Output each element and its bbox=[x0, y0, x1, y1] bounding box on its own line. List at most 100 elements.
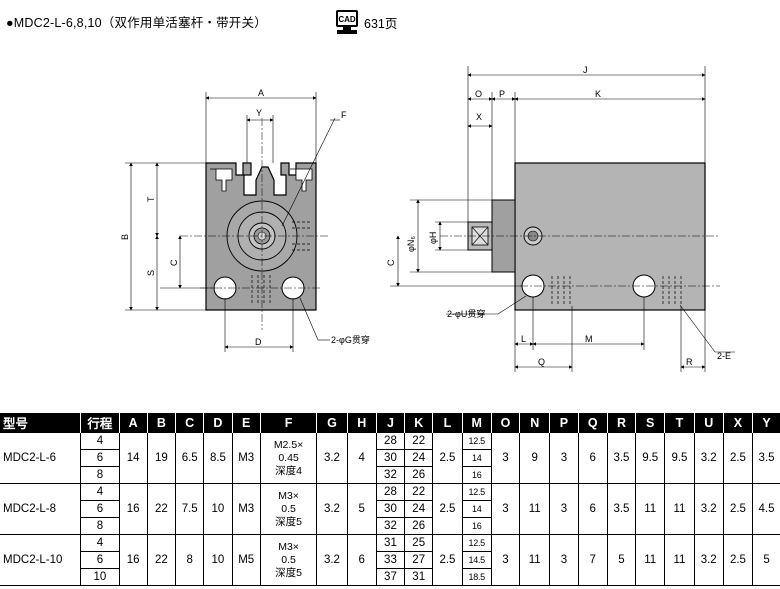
cell-m: 14 bbox=[461, 449, 492, 467]
model-cell: MDC2-L-10 bbox=[0, 534, 82, 586]
note-e: 2-E bbox=[717, 351, 731, 361]
cell-m: 12.5 bbox=[461, 483, 492, 501]
dim-label-x: X bbox=[476, 112, 482, 122]
cell-h: 5 bbox=[346, 483, 377, 535]
cell-f-line: 深度5 bbox=[275, 515, 302, 528]
dim-label-q: Q bbox=[538, 357, 545, 367]
col-header: T bbox=[664, 413, 695, 433]
cell-o: 3 bbox=[490, 534, 521, 586]
cell-j: 31 bbox=[375, 534, 406, 552]
cell-j: 32 bbox=[375, 517, 406, 535]
cell-n: 9 bbox=[519, 432, 551, 484]
cell-j: 30 bbox=[375, 449, 406, 467]
col-header: C bbox=[175, 413, 205, 433]
cell-j: 37 bbox=[375, 568, 406, 586]
cell-m: 16 bbox=[461, 466, 492, 484]
front-view bbox=[180, 118, 330, 330]
stroke-cell: 4 bbox=[80, 534, 120, 552]
cell-m: 14 bbox=[461, 500, 492, 518]
cell-n: 11 bbox=[519, 483, 551, 535]
cell-b: 19 bbox=[146, 432, 177, 484]
cell-r: 3.5 bbox=[606, 483, 637, 535]
stroke-cell: 6 bbox=[80, 500, 120, 518]
cell-s: 11 bbox=[635, 483, 666, 535]
dim-label-h: φH bbox=[428, 232, 438, 244]
cell-m: 18.5 bbox=[461, 568, 492, 586]
cell-t: 11 bbox=[664, 534, 695, 586]
cell-l: 2.5 bbox=[432, 432, 463, 484]
cell-x: 2.5 bbox=[722, 432, 754, 484]
cell-m: 14.5 bbox=[461, 551, 492, 569]
stroke-cell: 6 bbox=[80, 551, 120, 569]
note-g: 2-φG贯穿 bbox=[331, 334, 370, 345]
cad-page-ref[interactable]: 631页 bbox=[364, 17, 398, 31]
col-header: E bbox=[232, 413, 261, 433]
cell-x: 2.5 bbox=[722, 483, 754, 535]
cad-icon[interactable]: CAD bbox=[334, 9, 360, 35]
dim-label-o: O bbox=[475, 89, 482, 99]
cell-k: 27 bbox=[404, 551, 434, 569]
cell-d: 10 bbox=[203, 483, 233, 535]
cell-s: 11 bbox=[635, 534, 666, 586]
cell-c: 6.5 bbox=[175, 432, 205, 484]
cell-j: 30 bbox=[375, 500, 406, 518]
table-header-row: 型号 行程 A B C D E F G H J K L M O N P Q R … bbox=[0, 413, 780, 433]
cell-t: 11 bbox=[664, 483, 695, 535]
col-header: N bbox=[519, 413, 551, 433]
cell-j: 33 bbox=[375, 551, 406, 569]
cell-a: 14 bbox=[118, 432, 148, 484]
stroke-cell: 6 bbox=[80, 449, 120, 467]
cell-m: 12.5 bbox=[461, 534, 492, 552]
col-header: H bbox=[347, 413, 377, 433]
cell-k: 24 bbox=[404, 449, 434, 467]
note-u: 2-φU贯穿 bbox=[447, 308, 485, 319]
cell-b: 22 bbox=[146, 483, 177, 535]
model-cell: MDC2-L-8 bbox=[0, 483, 82, 535]
cell-p: 3 bbox=[549, 483, 579, 535]
cell-x: 2.5 bbox=[722, 534, 754, 586]
col-header: R bbox=[607, 413, 637, 433]
dim-label-a: A bbox=[258, 88, 264, 98]
cell-f-line: 0.5 bbox=[281, 502, 296, 515]
dim-label-b: B bbox=[120, 234, 130, 240]
cell-k: 26 bbox=[404, 466, 434, 484]
col-header: B bbox=[147, 413, 177, 433]
col-header: 行程 bbox=[80, 413, 120, 433]
dim-label-t: T bbox=[146, 196, 156, 202]
col-header: Y bbox=[752, 413, 780, 433]
stroke-cell: 4 bbox=[80, 483, 120, 501]
cell-k: 24 bbox=[404, 500, 434, 518]
cell-a: 16 bbox=[118, 483, 148, 535]
dim-label-s: S bbox=[146, 270, 156, 276]
dim-label-k: K bbox=[595, 89, 601, 99]
cell-m: 12.5 bbox=[461, 432, 492, 450]
cell-e: M3 bbox=[231, 432, 261, 484]
model-cell: MDC2-L-6 bbox=[0, 432, 82, 484]
cell-f-line: M3× bbox=[278, 540, 299, 553]
cell-f-line: 深度4 bbox=[275, 464, 302, 477]
cell-a: 16 bbox=[118, 534, 148, 586]
cell-f-line: 0.45 bbox=[278, 451, 299, 464]
technical-drawing: A Y F B T S C D 2-φG贯穿 bbox=[120, 65, 735, 372]
col-header: K bbox=[404, 413, 434, 433]
cell-k: 25 bbox=[404, 534, 434, 552]
dim-label-n: φN₆ bbox=[406, 236, 416, 252]
cell-f-line: M3× bbox=[278, 489, 299, 502]
cell-q: 6 bbox=[577, 432, 608, 484]
cell-q: 6 bbox=[577, 483, 608, 535]
col-header: Q bbox=[578, 413, 608, 433]
col-header: J bbox=[376, 413, 406, 433]
cell-r: 5 bbox=[606, 534, 637, 586]
cell-d: 10 bbox=[203, 534, 233, 586]
dimension-table: 型号 行程 A B C D E F G H J K L M O N P Q R … bbox=[0, 413, 780, 586]
cell-y: 3.5 bbox=[752, 432, 780, 484]
